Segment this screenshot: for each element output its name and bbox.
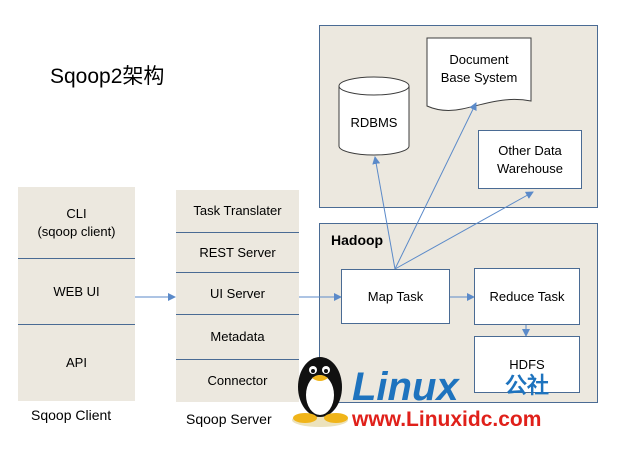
sqoop-client-label: Sqoop Client	[31, 407, 112, 423]
rdbms-cylinder	[338, 76, 410, 156]
document-shape	[426, 37, 532, 111]
hdfs-label: HDFS	[509, 356, 545, 372]
watermark-brand: Linux	[352, 365, 460, 409]
server-rest-server-box: REST Server	[176, 232, 299, 272]
arrow-maptask-to-document	[394, 102, 477, 270]
server-connector-box: Connector	[176, 359, 299, 402]
penguin-logo-icon	[292, 357, 348, 427]
sqoop-client-stack: CLI (sqoop client) WEB UI API	[18, 187, 135, 401]
client-web-ui-box: WEB UI	[18, 258, 135, 324]
rdbms-label: RDBMS	[350, 115, 398, 130]
watermark-brand-suffix: 公社	[505, 373, 549, 399]
diagram-title: Sqoop2架构	[50, 65, 165, 88]
map-task-box: Map Task	[341, 269, 450, 324]
server-task-translater-box: Task Translater	[176, 190, 299, 232]
arrow-maptask-to-rdbms	[372, 156, 396, 270]
hadoop-title: Hadoop	[331, 232, 384, 248]
server-ui-server-box: UI Server	[176, 272, 299, 314]
reduce-task-box: Reduce Task	[474, 268, 580, 325]
sqoop-server-label: Sqoop Server	[186, 411, 272, 427]
arrow-maptask-to-warehouse	[394, 191, 534, 270]
document-base-label: Document Base System	[440, 52, 518, 85]
sqoop-server-stack: Task Translater REST Server UI Server Me…	[176, 190, 299, 402]
client-cli-box: CLI (sqoop client)	[18, 187, 135, 258]
client-api-box: API	[18, 324, 135, 401]
server-metadata-box: Metadata	[176, 314, 299, 359]
hdfs-box: HDFS	[474, 336, 580, 393]
other-data-warehouse-box: Other Data Warehouse	[478, 130, 582, 189]
watermark-url: www.Linuxidc.com	[351, 408, 541, 431]
